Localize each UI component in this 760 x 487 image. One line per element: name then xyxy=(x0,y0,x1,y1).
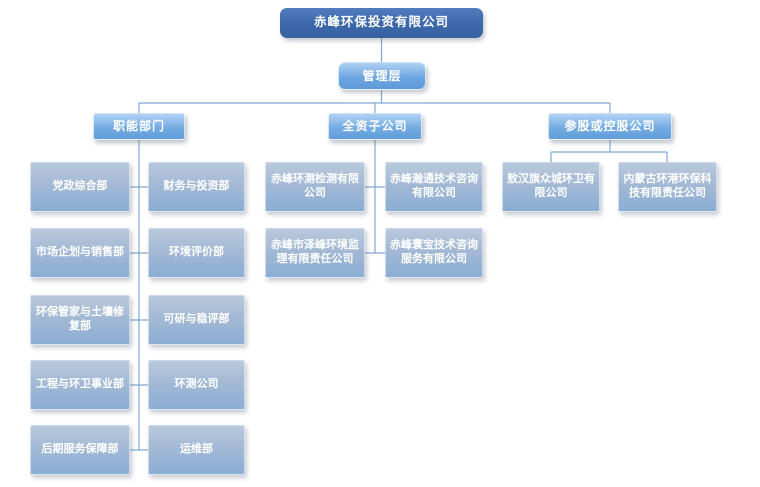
dept-node: 市场企划与销售部 xyxy=(30,228,130,278)
branch-header-wholly-owned: 全资子公司 xyxy=(328,113,422,140)
subsidiary-node: 赤峰环测检测有限公司 xyxy=(265,162,365,212)
dept-node: 后期服务保障部 xyxy=(30,425,130,475)
dept-node: 可研与稳评部 xyxy=(148,295,245,345)
branch-header-functional-depts: 职能部门 xyxy=(93,113,185,140)
dept-node: 环测公司 xyxy=(148,360,245,410)
dept-node: 工程与环卫事业部 xyxy=(30,360,130,410)
subsidiary-node: 赤峰寰宝技术咨询服务有限公司 xyxy=(385,228,483,278)
subsidiary-node: 赤峰瀚通技术咨询有限公司 xyxy=(385,162,483,212)
dept-node: 党政综合部 xyxy=(30,162,130,212)
dept-node: 财务与投资部 xyxy=(148,162,245,212)
dept-node: 环境评价部 xyxy=(148,228,245,278)
dept-node: 运维部 xyxy=(148,425,245,475)
holding-node: 内蒙古环港环保科技有限责任公司 xyxy=(618,162,717,212)
org-root-node: 赤峰环保投资有限公司 xyxy=(280,8,483,38)
dept-node: 环保管家与土壤修复部 xyxy=(30,295,130,345)
management-node: 管理层 xyxy=(338,62,426,90)
subsidiary-node: 赤峰市泽峰环境监理有限责任公司 xyxy=(265,228,365,278)
branch-header-equity-holdings: 参股或控股公司 xyxy=(548,113,672,140)
holding-node: 敖汉旗众城环卫有限公司 xyxy=(502,162,600,212)
